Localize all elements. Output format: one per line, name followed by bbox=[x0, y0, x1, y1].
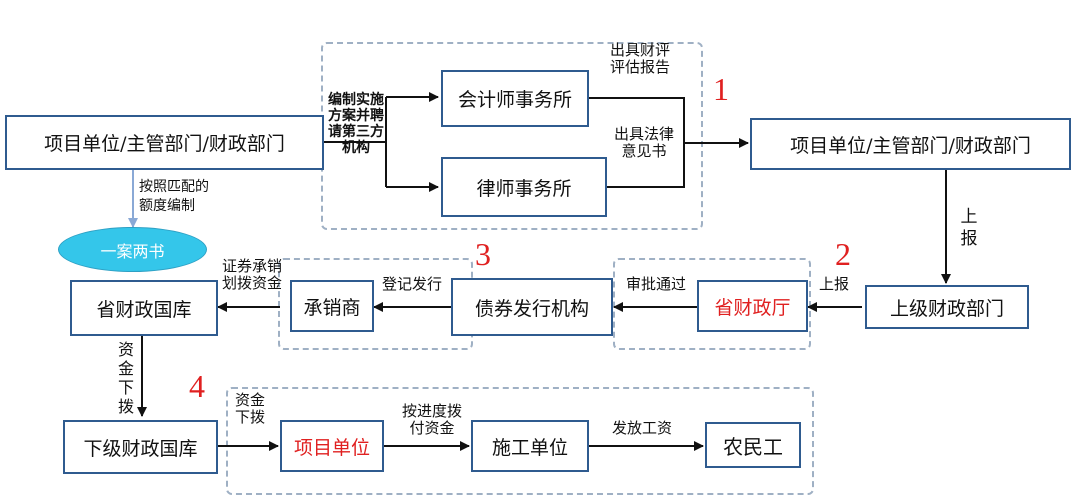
label-funds-down-vertical: 资金下拨 bbox=[117, 340, 134, 416]
label-funds-down: 资金下拨 bbox=[234, 391, 265, 426]
line-from-law bbox=[606, 143, 685, 188]
group-disbursement bbox=[226, 387, 814, 495]
label-approved: 审批通过 bbox=[625, 275, 686, 293]
node-upper-finance: 上级财政部门 bbox=[865, 285, 1029, 329]
label-compile-plan: 编制实施方案并聘请第三方机构 bbox=[328, 92, 384, 156]
node-construction-unit: 施工单位 bbox=[471, 420, 589, 472]
node-bond-issuer: 债券发行机构 bbox=[451, 278, 613, 336]
node-lower-treasury: 下级财政国库 bbox=[63, 420, 218, 474]
node-migrant-workers: 农民工 bbox=[705, 422, 801, 468]
step-number-1: 1 bbox=[713, 71, 729, 107]
node-project-unit-left: 项目单位/主管部门/财政部门 bbox=[5, 115, 324, 170]
node-accounting-firm: 会计师事务所 bbox=[441, 70, 589, 127]
label-pay-by-progress: 按进度拨付资金 bbox=[401, 402, 462, 437]
label-register-issue: 登记发行 bbox=[381, 275, 442, 293]
label-pay-wages: 发放工资 bbox=[611, 419, 672, 437]
label-underwrite-transfer: 证券承销划拨资金 bbox=[221, 257, 282, 292]
node-project-unit-right: 项目单位/主管部门/财政部门 bbox=[750, 118, 1071, 170]
label-by-quota: 按照匹配的额度编制 bbox=[139, 179, 209, 214]
step-number-2: 2 bbox=[835, 236, 851, 272]
node-provincial-finance-dept: 省财政厅 bbox=[697, 280, 808, 332]
node-underwriter: 承销商 bbox=[290, 280, 374, 332]
step-number-3: 3 bbox=[475, 236, 491, 272]
node-provincial-treasury: 省财政国库 bbox=[70, 280, 218, 336]
label-eval-report: 出具财评评估报告 bbox=[609, 41, 670, 76]
node-law-firm: 律师事务所 bbox=[441, 157, 607, 217]
label-legal-opinion: 出具法律意见书 bbox=[613, 125, 674, 160]
label-report-up: 上报 bbox=[960, 207, 978, 249]
node-plan-bubble: 一案两书 bbox=[58, 227, 207, 272]
label-report: 上报 bbox=[818, 275, 849, 293]
node-project-unit: 项目单位 bbox=[280, 420, 384, 472]
line-from-accounting bbox=[588, 97, 685, 143]
step-number-4: 4 bbox=[189, 368, 205, 404]
